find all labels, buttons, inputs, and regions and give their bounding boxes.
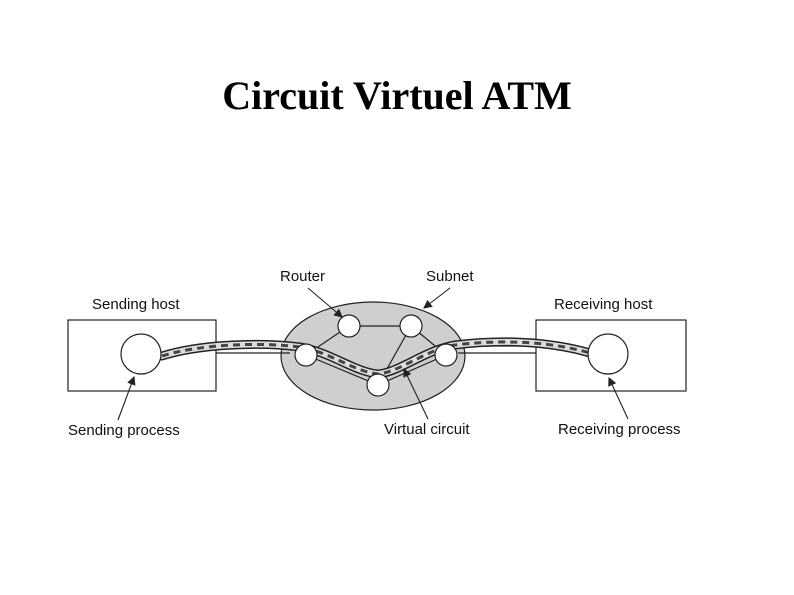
router-left [294,343,318,367]
pointer-arrows [117,287,629,421]
arrow-sending-process [117,375,136,421]
label-virtual-circuit: Virtual circuit [384,421,470,438]
router-right [434,343,458,367]
router-bottom [366,373,390,397]
label-subnet: Subnet [426,268,474,285]
label-sending-process: Sending process [68,422,180,439]
label-router: Router [280,268,325,285]
receiving-process-circle [587,333,629,375]
label-receiving-host: Receiving host [554,296,653,313]
arrow-virtual-circuit [403,368,429,420]
sending-process-circle [120,333,162,375]
page-title: Circuit Virtuel ATM [222,73,572,118]
label-sending-host: Sending host [92,296,180,313]
arrow-receiving-process [608,377,629,420]
arrow-subnet [423,287,451,309]
router-top-left [337,314,361,338]
router-top-right [399,314,423,338]
label-receiving-process: Receiving process [558,421,681,438]
arrow-router [307,287,343,318]
